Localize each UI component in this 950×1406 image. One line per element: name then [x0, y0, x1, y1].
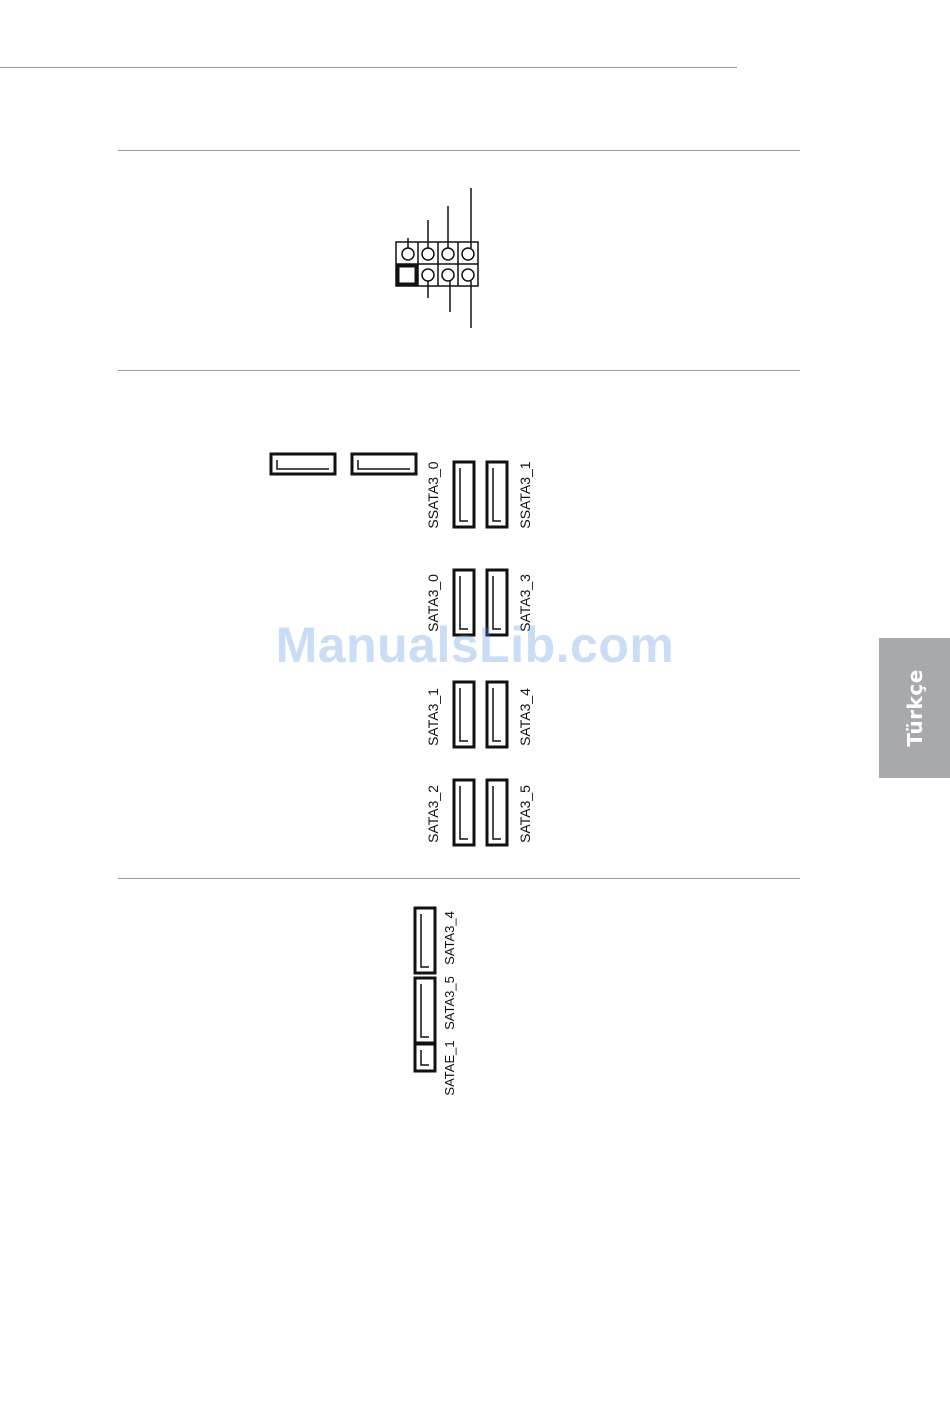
header-rule [0, 67, 737, 68]
label-sata3-4: SATA3_4 [517, 688, 533, 746]
label-sata3-1: SATA3_1 [425, 688, 441, 746]
sata-express-diagram: SATAE_1 SATA3_5 SATA3_4 [400, 900, 470, 1105]
section-divider-1 [118, 150, 800, 151]
label-sata3-0: SATA3_0 [425, 574, 441, 632]
label-ssata3-1: SSATA3_1 [517, 461, 533, 528]
label-satae-1: SATAE_1 [442, 1040, 457, 1095]
language-tab: Türkçe [879, 638, 950, 778]
label-satae-sata3-5: SATA3_5 [442, 976, 457, 1030]
section-divider-3 [118, 878, 800, 879]
language-tab-label: Türkçe [903, 669, 927, 747]
label-sata3-5: SATA3_5 [517, 785, 533, 843]
label-ssata3-0: SSATA3_0 [425, 461, 441, 528]
sata-connectors-diagram: SSATA3_0 SSATA3_1 SATA3_0 SATA3_3 SATA3_… [260, 440, 560, 860]
section-divider-2 [118, 370, 800, 371]
label-sata3-2: SATA3_2 [425, 785, 441, 843]
label-sata3-3: SATA3_3 [517, 574, 533, 632]
label-satae-sata3-4: SATA3_4 [442, 911, 457, 965]
pin-header-diagram [390, 180, 490, 335]
